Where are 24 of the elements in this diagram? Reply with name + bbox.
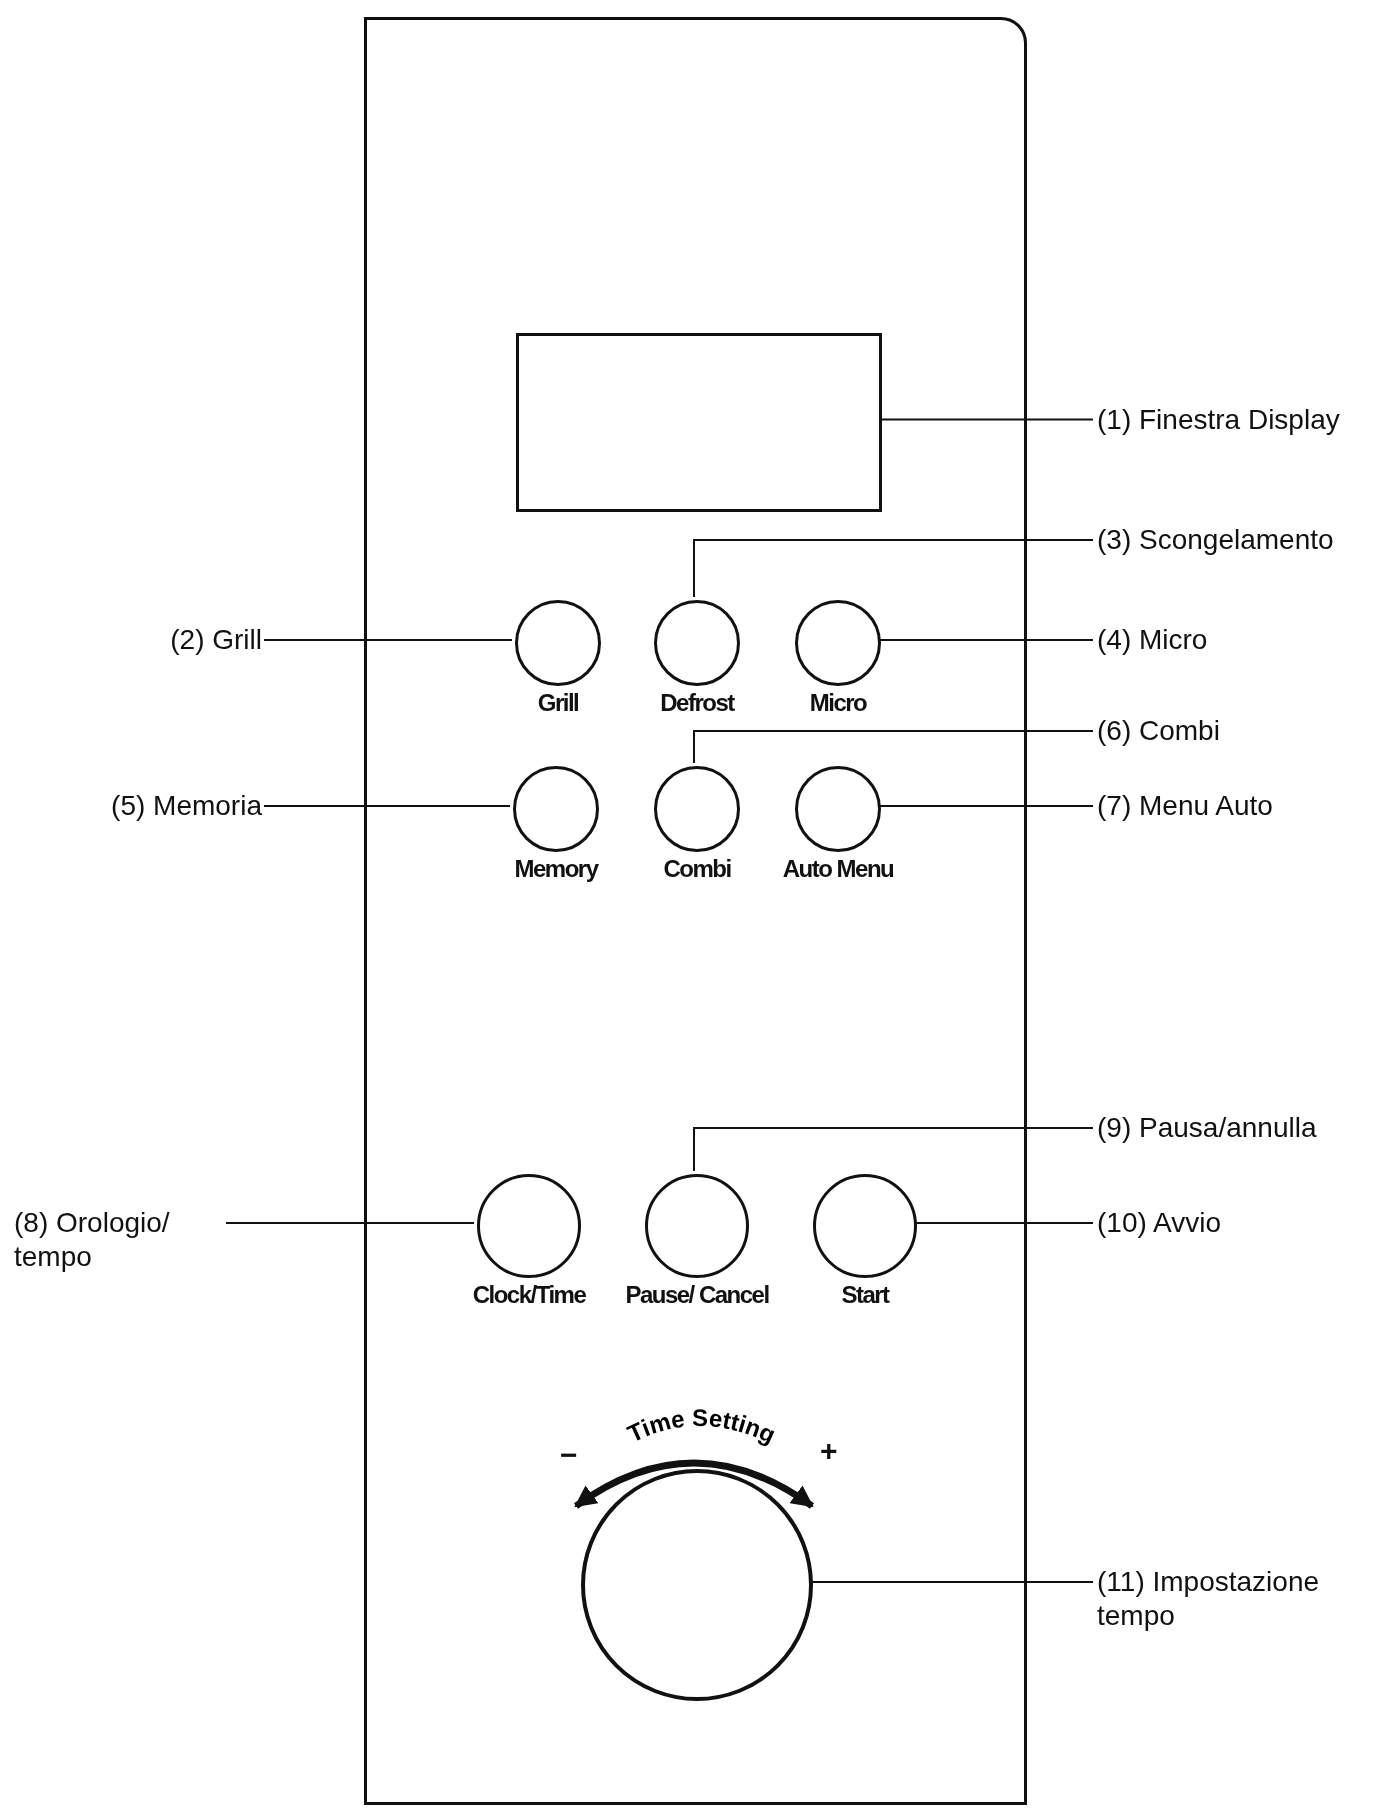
control-panel	[364, 17, 1027, 1805]
button-label: Micro	[808, 691, 868, 715]
button-label: Memory	[513, 857, 600, 881]
button-label: Pause/ Cancel	[624, 1283, 770, 1307]
button-label: Start	[840, 1283, 891, 1307]
leader-line	[225, 1222, 475, 1224]
button-label: Combi	[662, 857, 732, 881]
button-label: Defrost	[659, 691, 736, 715]
button-label: Grill	[536, 691, 580, 715]
leader-line	[693, 1127, 1094, 1172]
leader-line	[913, 1222, 1094, 1224]
button-label: Auto Menu	[781, 857, 895, 881]
leader-line	[809, 1581, 1094, 1583]
direction-sign: +	[820, 1436, 838, 1466]
leader-line	[877, 639, 1094, 641]
direction-sign: −	[560, 1440, 578, 1470]
button-label: Clock/Time	[471, 1283, 587, 1307]
display-window	[516, 333, 882, 512]
leader-line	[263, 639, 513, 641]
leader-line	[877, 805, 1094, 807]
leader-line	[693, 539, 1094, 598]
leader-line	[263, 805, 511, 807]
leader-line	[693, 730, 1094, 764]
dial-label: Time Setting	[623, 1403, 780, 1449]
